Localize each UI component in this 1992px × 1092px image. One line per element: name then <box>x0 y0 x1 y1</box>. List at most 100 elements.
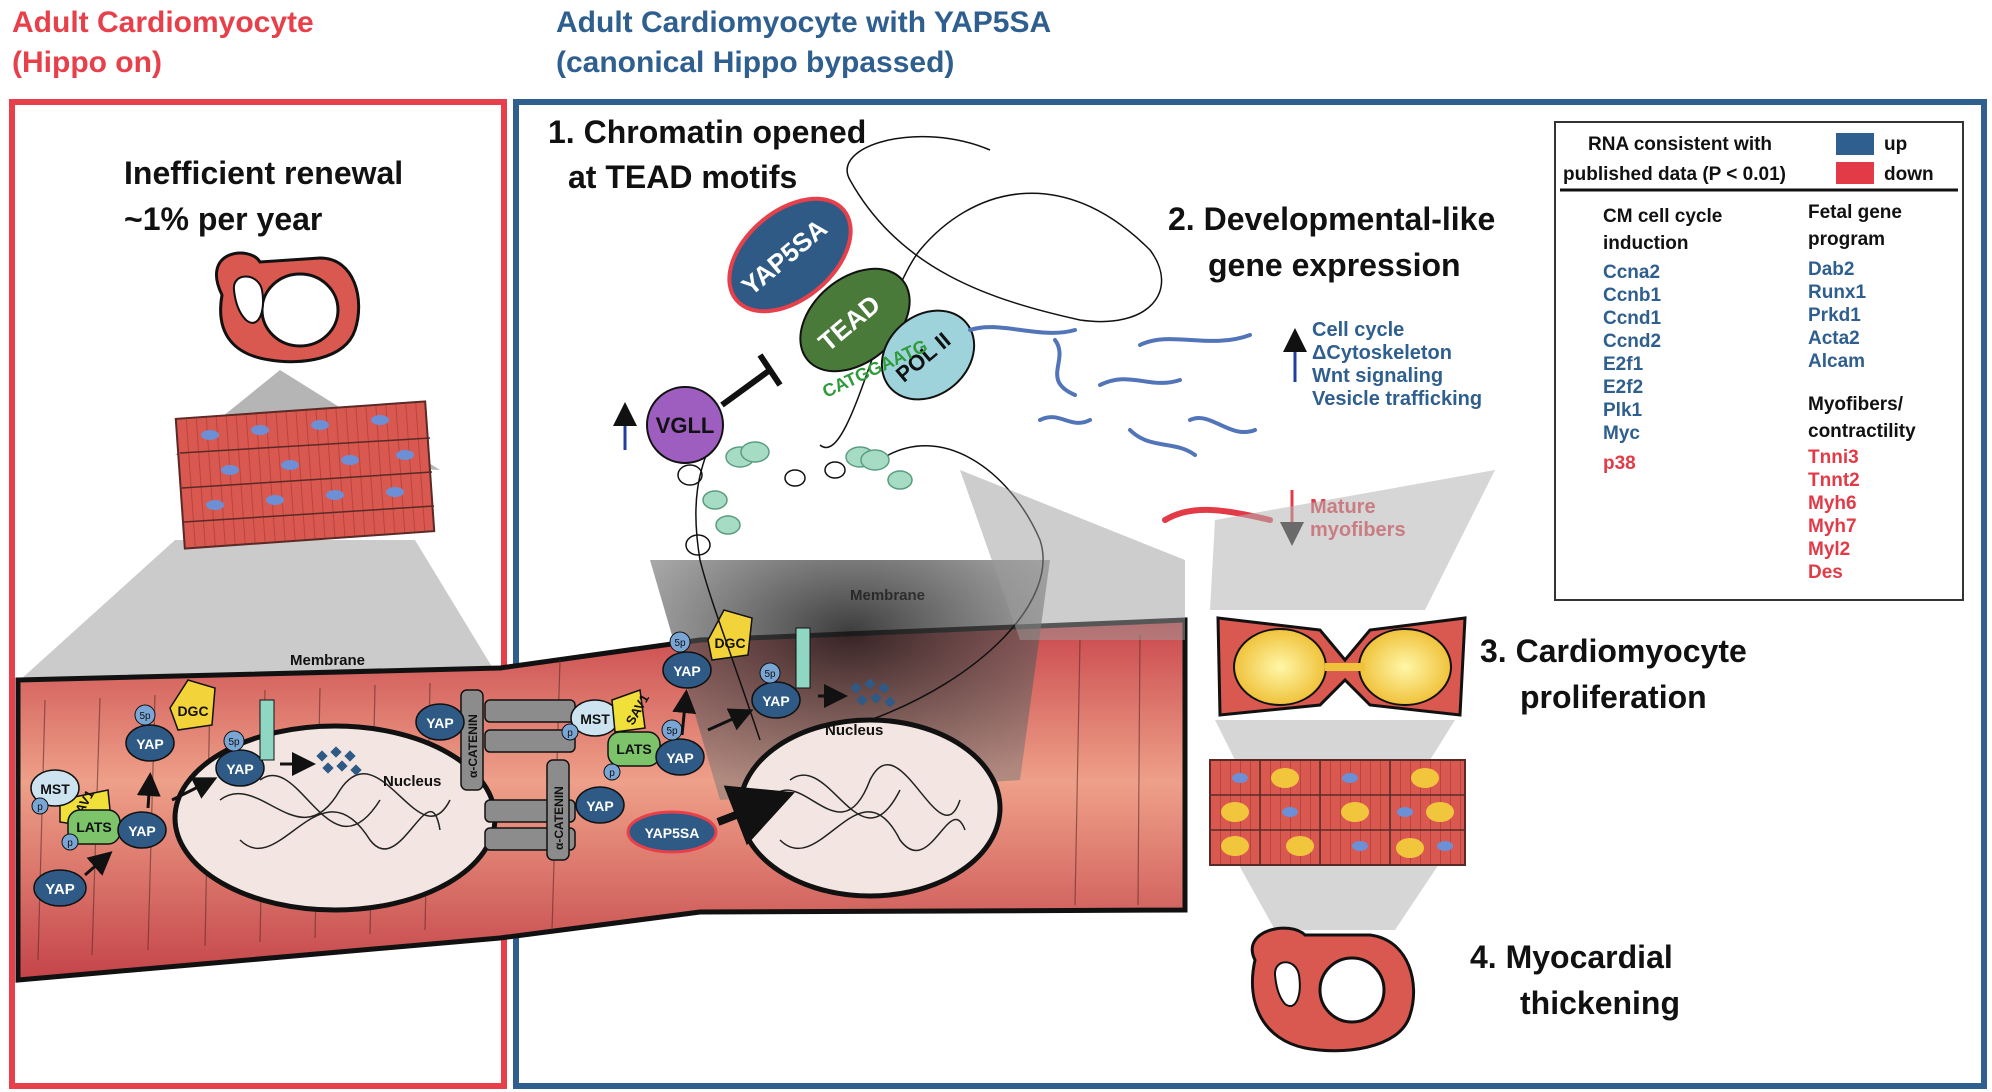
heart-section-right <box>1250 926 1416 1053</box>
dna-loops <box>677 461 846 556</box>
hippo-cascade-left: YAP SAV1 MST LATS p p YAP YAP 5p DGC YAP… <box>30 679 465 907</box>
gene-tnni3: Tnni3 <box>1808 447 1859 468</box>
mst-label-left: MST <box>40 781 70 797</box>
left-panel-title-line2: (Hippo on) <box>12 46 162 79</box>
yap-right-3 <box>662 651 712 689</box>
rna-transcripts <box>968 325 1257 457</box>
gene-prkd1: Prkd1 <box>1808 305 1861 326</box>
mst-left <box>30 769 80 807</box>
phospho-p-left-1: p <box>37 802 43 813</box>
col1-heading-line2: induction <box>1603 233 1688 254</box>
yap-label-right-4: YAP <box>762 693 790 709</box>
heart-section-left <box>214 251 361 364</box>
gene-e2f1: E2f1 <box>1603 354 1644 375</box>
degradation-fragments-right <box>850 678 896 708</box>
phospho-5p-right-2: 5p <box>674 638 686 649</box>
legend-down-label: down <box>1884 164 1934 185</box>
gene-myh7: Myh7 <box>1808 516 1857 537</box>
col3-heading-line2: contractility <box>1808 421 1916 442</box>
vgll-label: VGLL <box>656 413 715 438</box>
yap-label-left-3: YAP <box>136 736 164 752</box>
col3-down-genes: Tnni3 Tnnt2 Myh6 Myh7 Myl2 Des <box>1808 447 1860 583</box>
left-panel-title-line1: Adult Cardiomyocyte <box>12 6 314 39</box>
yap-left-5 <box>415 703 465 741</box>
tissue-proliferating <box>1209 759 1466 866</box>
phospho-5p-right-1: 5p <box>666 726 678 737</box>
yap-right-1 <box>655 738 705 776</box>
catenin-label-1: α-CATENIN <box>466 714 480 778</box>
vgll-inhibition <box>720 353 783 408</box>
vgll-group: VGLL <box>613 353 783 464</box>
tissue-left <box>174 400 436 550</box>
legend-header-line1: RNA consistent with <box>1588 134 1772 155</box>
yap-left-4 <box>215 749 265 787</box>
phospho-5p-left-1: 5p <box>139 711 151 722</box>
legend-up-swatch <box>1836 133 1874 155</box>
gene-myl2: Myl2 <box>1808 539 1850 560</box>
nucleus-right <box>737 717 1003 899</box>
gene-ccnd1: Ccnd1 <box>1603 308 1662 329</box>
mst-label-right: MST <box>580 711 610 727</box>
dgc-label-left: DGC <box>177 703 208 719</box>
yap5sa-cell-label: YAP5SA <box>645 825 700 841</box>
phospho-p-right-1: p <box>567 728 573 739</box>
step2-line1: 2. Developmental-like <box>1168 201 1495 237</box>
pol2-node <box>880 309 976 401</box>
transcription-complex: TEAD YAP5SA POL II CATGGAATG <box>727 196 976 402</box>
step1-line1: 1. Chromatin opened <box>548 114 866 150</box>
dgc-left <box>169 679 216 731</box>
nucleosomes <box>702 441 913 535</box>
up-item-3: Vesicle trafficking <box>1312 388 1482 410</box>
gene-alcam: Alcam <box>1808 351 1865 372</box>
dividing-cell <box>1216 616 1467 717</box>
legend-frame <box>1554 121 1964 601</box>
gene-acta2: Acta2 <box>1808 328 1860 349</box>
degradation-fragments-left <box>316 746 362 776</box>
gene-des: Des <box>1808 562 1843 583</box>
col2-heading-line1: Fetal gene <box>1808 202 1902 223</box>
phospho-5p-right-3: 5p <box>764 669 776 680</box>
yap-left-2 <box>117 811 167 849</box>
step4-line2: thickening <box>1520 985 1680 1021</box>
legend-up-label: up <box>1884 134 1907 155</box>
nucleus-label-right: Nucleus <box>825 722 883 739</box>
gene-ccnb1: Ccnb1 <box>1603 285 1662 306</box>
yap-right-2 <box>575 786 625 824</box>
col2-heading-line2: program <box>1808 229 1885 250</box>
lats-label-right: LATS <box>616 741 652 757</box>
phospho-5p-left-2: 5p <box>228 737 240 748</box>
yap-left-1 <box>33 869 87 907</box>
yap5sa-cell <box>626 810 718 854</box>
step3-line2: proliferation <box>1520 679 1707 715</box>
right-panel-title-line1: Adult Cardiomyocyte with YAP5SA <box>556 6 1051 39</box>
yap-label-left-1: YAP <box>45 881 74 898</box>
catenin-label-2: α-CATENIN <box>552 786 566 850</box>
dgc-label-right: DGC <box>714 635 745 651</box>
yap-left-3 <box>125 724 175 762</box>
right-panel-frame <box>513 99 1987 1089</box>
step1-line2: at TEAD motifs <box>568 159 797 195</box>
gene-myc: Myc <box>1603 423 1640 444</box>
tead-node <box>799 267 911 373</box>
funnel-step3 <box>1210 470 1495 610</box>
gene-dab2: Dab2 <box>1808 259 1854 280</box>
col1-up-genes: Ccna2 Ccnb1 Ccnd1 Ccnd2 E2f1 E2f2 Plk1 M… <box>1603 262 1662 444</box>
legend-down-swatch <box>1836 162 1874 184</box>
vgll-node <box>646 386 724 464</box>
membrane-label-left: Membrane <box>290 652 365 669</box>
col3-heading-line1: Myofibers/ <box>1808 394 1904 415</box>
phospho-p-right-2: p <box>609 768 615 779</box>
gene-tnnt2: Tnnt2 <box>1808 470 1860 491</box>
chromatin-funnel <box>960 470 1185 640</box>
left-panel-frame <box>9 99 507 1089</box>
yap-label-right-1: YAP <box>666 750 694 766</box>
up-effects: Cell cycle ΔCytoskeleton Wnt signaling V… <box>1312 319 1482 410</box>
nucleus-label-left: Nucleus <box>383 773 441 790</box>
yap-label-right-2: YAP <box>586 798 614 814</box>
step4-line1: 4. Myocardial <box>1470 939 1673 975</box>
yap-label-left-5: YAP <box>426 715 454 731</box>
col1-heading-line1: CM cell cycle <box>1603 206 1722 227</box>
yap-label-left-2: YAP <box>128 823 156 839</box>
gene-ccnd2: Ccnd2 <box>1603 331 1661 352</box>
